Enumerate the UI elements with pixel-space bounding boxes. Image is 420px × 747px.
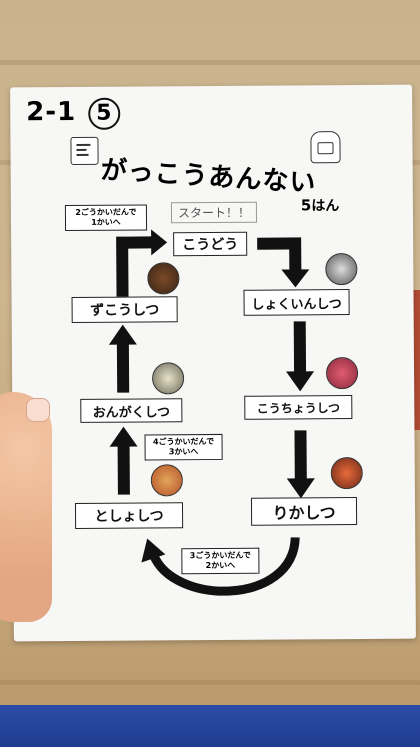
arrow-to-ongakushitsu [109, 426, 138, 495]
route-arrows [108, 229, 315, 596]
note-line: 4ごうかいだんで [152, 436, 215, 447]
dish-sticker-icon [150, 464, 183, 497]
room-ongakushitsu: おんがくしつ [80, 398, 183, 423]
note-line: 3ごうかいだんで [189, 550, 251, 561]
coin-sticker-icon [325, 356, 359, 390]
arrow-to-kodo [116, 229, 168, 301]
floor-seam [0, 680, 420, 685]
holding-hand [0, 392, 52, 622]
thumbnail [26, 398, 50, 422]
room-kodo: こうどう [173, 231, 248, 257]
arrow-curve-head [141, 538, 166, 563]
blue-floor-line [0, 705, 420, 747]
note-floor3-to-2: 3ごうかいだんで 2かいへ [181, 547, 260, 575]
note-line: 1かいへ [91, 217, 121, 227]
note-line: 3かいへ [168, 447, 199, 457]
room-shokuinshitsu: しょくいんしつ [243, 289, 350, 316]
arrow-curve-to-toshoshitsu [149, 537, 300, 596]
note-floor2-to-1: 2ごうかいだんで 1かいへ [64, 204, 148, 232]
arrow-to-kochoshitsu [286, 321, 315, 392]
floor-seam [0, 60, 420, 65]
owl-sticker-icon [147, 262, 180, 295]
bus-sticker-icon [325, 252, 358, 286]
note-line: 2ごうかいだんで [75, 207, 137, 217]
arrow-to-shokuinshitsu [257, 237, 310, 288]
figure-sticker-icon [330, 456, 363, 490]
room-zukoshitsu: ずこうしつ [71, 296, 178, 323]
arrow-to-rikashitsu [286, 430, 315, 499]
school-tour-sheet: 2-1 5 がっこうあんない 5はん スタート！！ [10, 84, 416, 642]
note-line: 2かいへ [205, 560, 236, 571]
note-floor4-to-3: 4ごうかいだんで 3かいへ [144, 433, 223, 461]
room-kochoshitsu: こうちょうしつ [244, 395, 353, 420]
room-rikashitsu: りかしつ [250, 496, 358, 526]
mosaic-sticker-icon [151, 362, 185, 395]
room-toshoshitsu: としょしつ [74, 502, 184, 529]
arrow-to-zukoshitsu [108, 324, 137, 393]
